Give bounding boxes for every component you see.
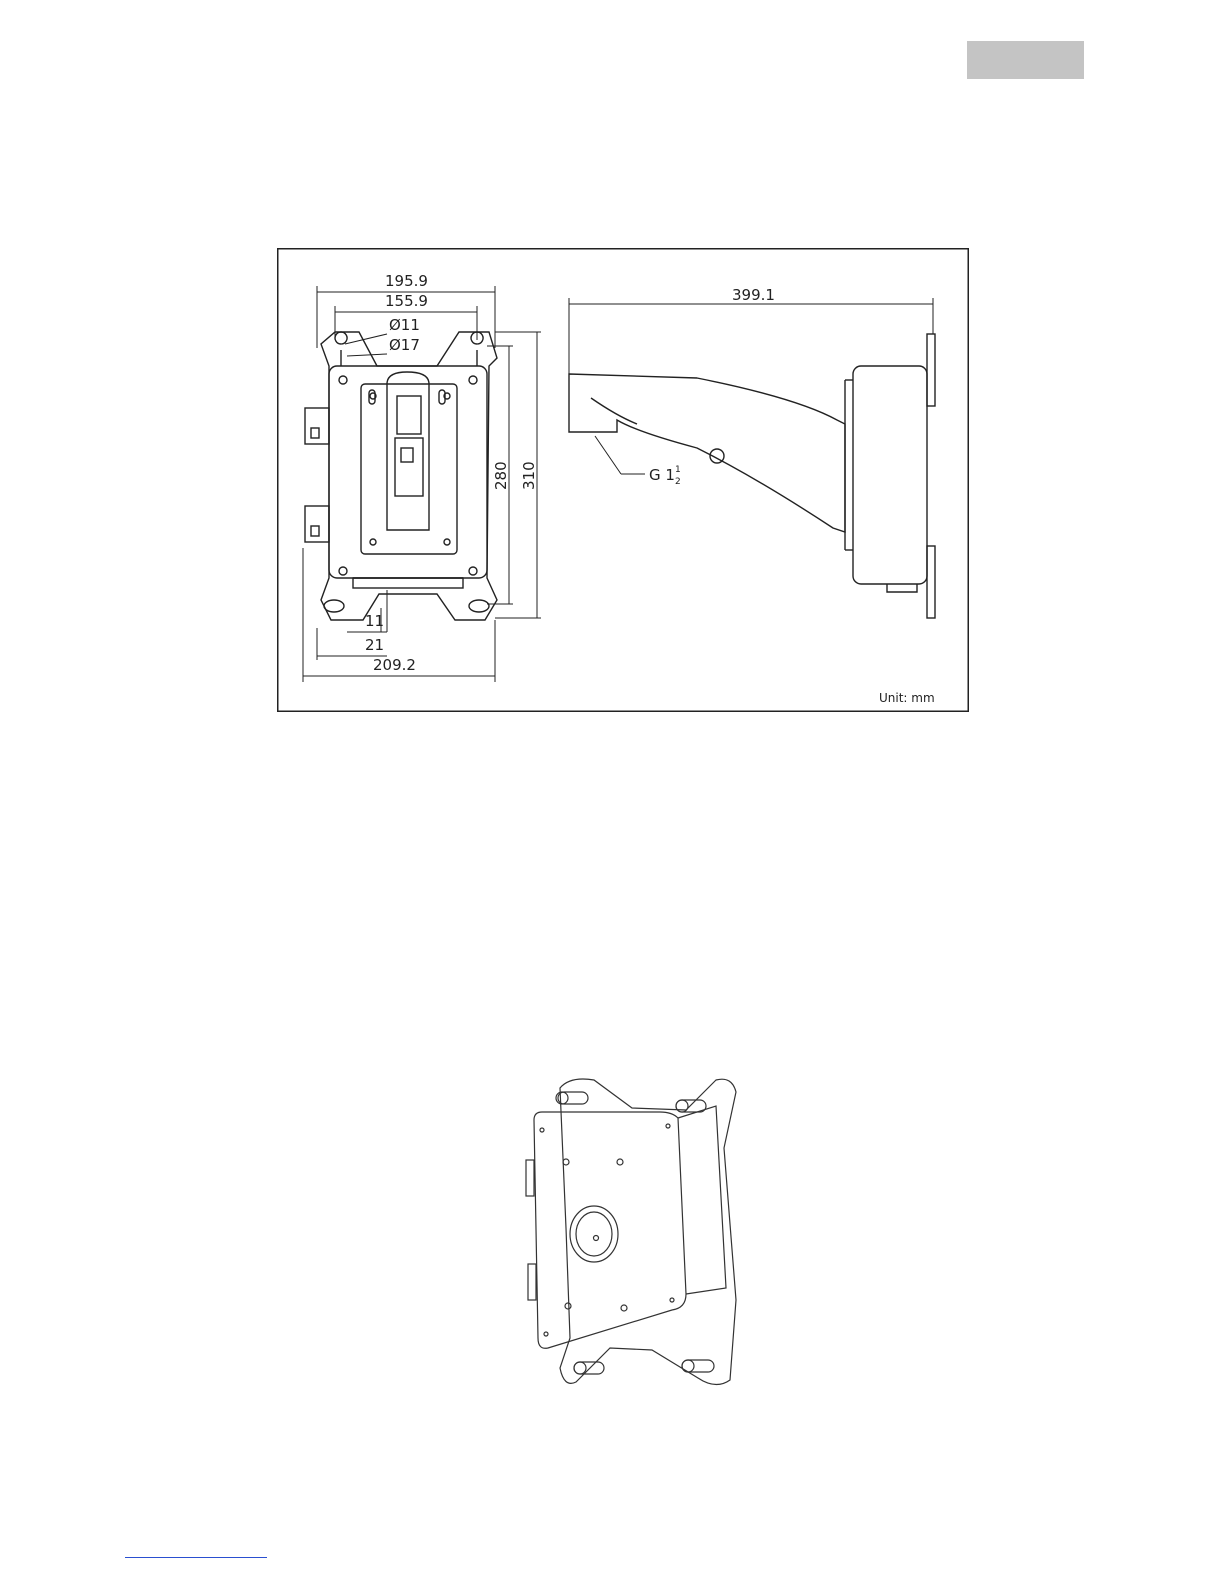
- dim-diameter-17: Ø17: [389, 336, 420, 354]
- dim-195-9: 195.9: [385, 272, 428, 290]
- thread-fraction-numerator: 1: [675, 465, 681, 475]
- iso-box-front: [534, 1112, 686, 1348]
- iso-cable-hole: [570, 1206, 618, 1262]
- dim-209-2: 209.2: [373, 656, 416, 674]
- junction-box-illustration: [520, 1068, 755, 1393]
- dim-11: 11: [365, 612, 384, 630]
- dim-280: 280: [492, 461, 510, 490]
- thread-fraction-denominator: 2: [675, 477, 681, 487]
- iso-gland-top: [526, 1160, 534, 1196]
- unit-label: Unit: mm: [879, 691, 935, 705]
- footer-link-underline: [125, 1557, 267, 1558]
- iso-gland-bottom: [528, 1264, 536, 1300]
- dim-310: 310: [520, 461, 538, 490]
- iso-bolts: [556, 1092, 714, 1374]
- dim-21: 21: [365, 636, 384, 654]
- dim-399-1: 399.1: [732, 286, 775, 304]
- dim-155-9: 155.9: [385, 292, 428, 310]
- dim-diameter-11: Ø11: [389, 316, 420, 334]
- iso-mounting-plate: [560, 1079, 736, 1385]
- thread-label: G 1: [649, 466, 675, 484]
- page-number-tab: [967, 41, 1084, 79]
- dimension-drawing: 195.9 155.9 Ø11 Ø17 280 310 11 21 209.2 …: [277, 248, 969, 712]
